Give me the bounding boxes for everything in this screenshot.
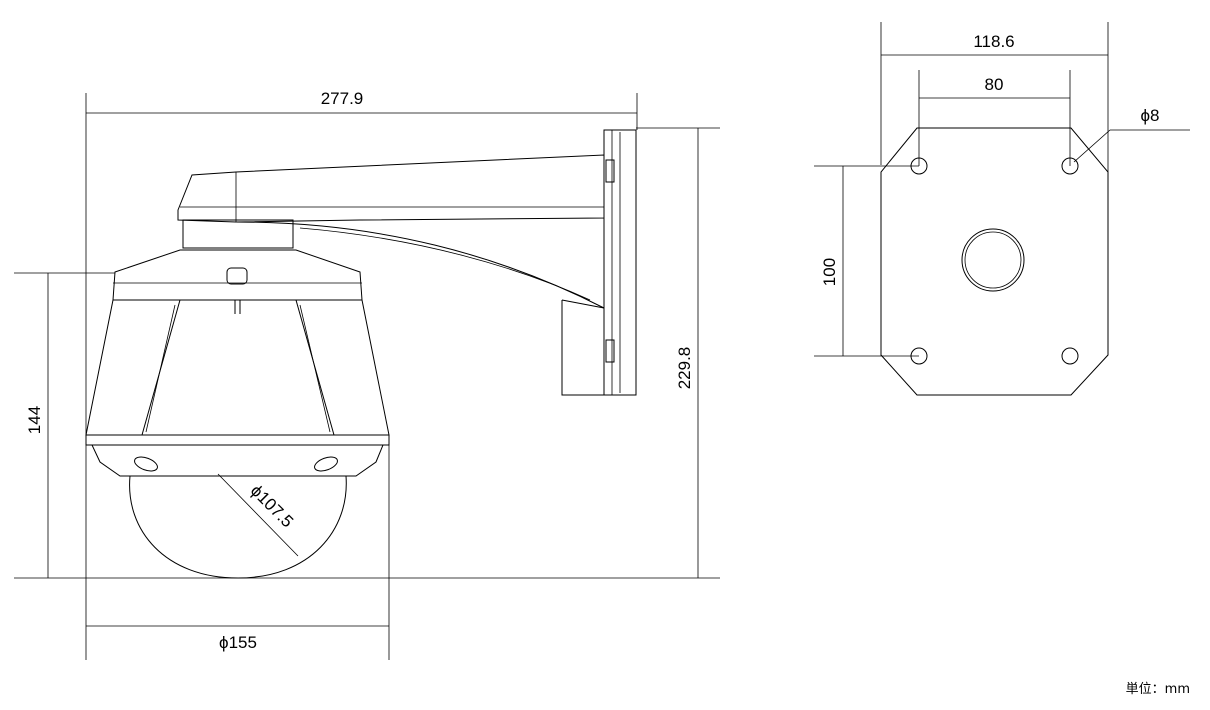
dim-hole-spacing-vertical: 100 <box>820 258 839 286</box>
mount-hole-bottom-right <box>1061 347 1079 365</box>
dim-hole-spacing-horizontal: 80 <box>985 75 1004 94</box>
dim-total-height: 229.8 <box>675 347 694 390</box>
side-view: 277.9 229.8 144 ϕ155 ϕ107.5 <box>14 89 720 660</box>
dim-camera-diameter: ϕ155 <box>219 633 257 652</box>
mount-plate-outline <box>880 127 1109 396</box>
dim-plate-width: 118.6 <box>973 32 1014 51</box>
side-dimensions <box>14 93 720 660</box>
plate-view: 118.6 80 100 ϕ8 <box>814 22 1190 396</box>
wall-plate-side <box>603 129 637 396</box>
mount-arm <box>177 154 605 396</box>
dim-dome-diameter: ϕ107.5 <box>247 481 297 531</box>
dim-total-width: 277.9 <box>321 89 364 108</box>
dim-hole-diameter: ϕ8 <box>1141 106 1160 125</box>
unit-label: 単位：mm <box>1126 681 1190 697</box>
center-hole <box>961 228 1025 292</box>
camera-housing <box>85 249 390 579</box>
dim-camera-height: 144 <box>25 406 44 434</box>
